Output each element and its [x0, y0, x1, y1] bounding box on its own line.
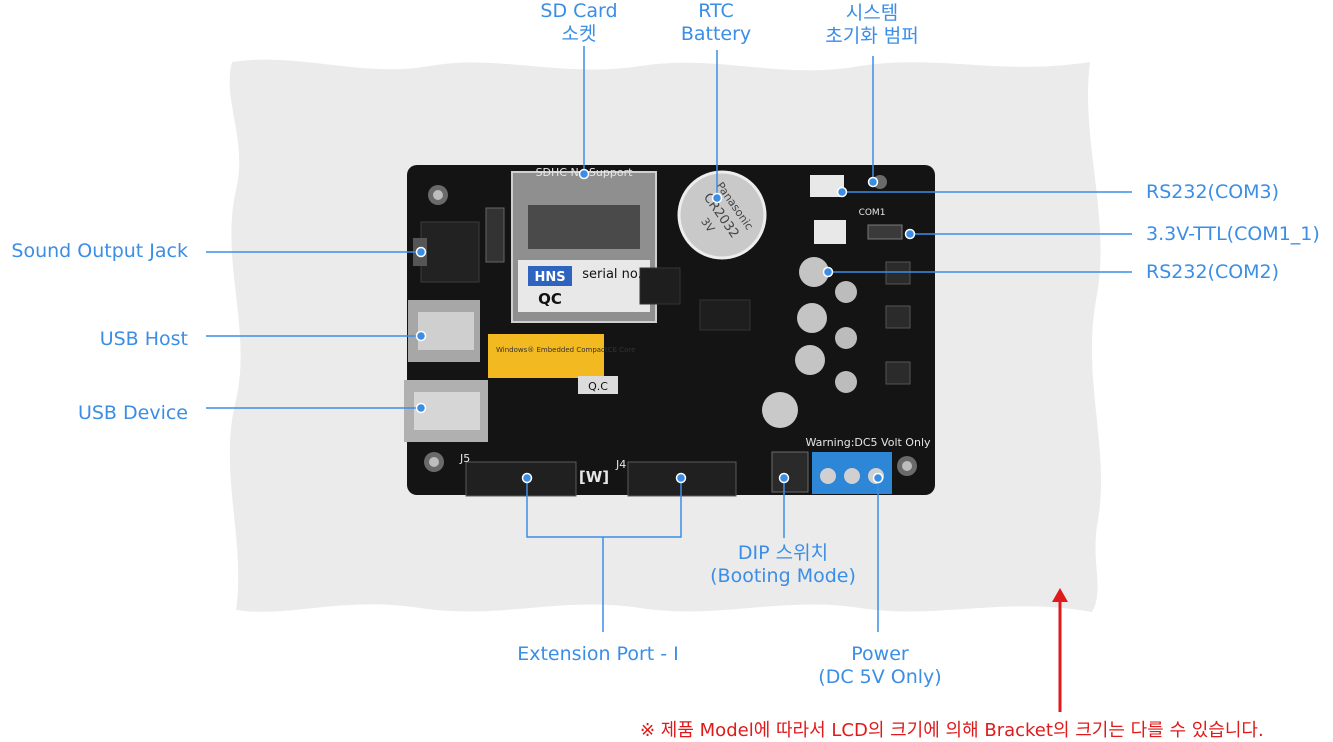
mount-hole	[433, 190, 443, 200]
dip-switch	[771, 451, 809, 493]
mount-hole	[902, 461, 912, 471]
marker-dot	[578, 168, 590, 180]
capacitor	[835, 371, 857, 393]
capacitor	[795, 345, 825, 375]
qc-small-text: Q.C	[588, 380, 608, 393]
warning-text: Warning:DC5 Volt Only	[805, 436, 931, 449]
label-dip-switch: DIP 스위치 (Booting Mode)	[710, 542, 856, 588]
label-sound-output-jack: Sound Output Jack	[11, 240, 188, 262]
sound-jack	[420, 221, 480, 283]
usb-host-slot	[418, 312, 474, 350]
terminal-screw	[820, 468, 836, 484]
capacitor	[762, 392, 798, 428]
windows-sticker	[488, 334, 604, 378]
label-ttl-com1-1: 3.3V-TTL(COM1_1)	[1146, 223, 1320, 245]
capacitor	[799, 257, 829, 287]
label-sd-card-line1: SD Card	[540, 0, 618, 22]
label-system-reset: 시스템 초기화 범퍼	[825, 2, 918, 48]
label-rs232-com3: RS232(COM3)	[1146, 181, 1280, 203]
hns-text: HNS	[534, 270, 565, 285]
label-dip-line1: DIP 스위치	[737, 542, 829, 564]
label-usb-device: USB Device	[77, 402, 188, 424]
capacitor	[835, 327, 857, 349]
qc-small-sticker	[578, 376, 618, 394]
j1-header	[485, 207, 505, 263]
label-extension-port: Extension Port - I	[517, 643, 679, 665]
label-usb-host: USB Host	[99, 328, 188, 350]
marker-dot	[675, 472, 687, 484]
windows-text: Windows® Embedded CompactCE Core	[496, 346, 635, 354]
capacitor	[797, 303, 827, 333]
w-text: [W]	[579, 468, 609, 486]
label-power-line1: Power	[851, 643, 909, 665]
leader-extension-port	[526, 478, 682, 632]
j4-text: J4	[615, 458, 626, 471]
regulator	[885, 305, 911, 329]
com2-connector	[814, 220, 846, 244]
label-rs232-com2: RS232(COM2)	[1146, 261, 1280, 283]
marker-dot	[904, 228, 916, 240]
label-dip-line2: (Booting Mode)	[710, 565, 856, 587]
regulator	[885, 361, 911, 385]
label-power-line2: (DC 5V Only)	[818, 666, 942, 688]
label-sd-card-line2: 소켓	[561, 23, 597, 45]
label-system-reset-line2: 초기화 범퍼	[825, 25, 919, 47]
j5-header	[465, 461, 577, 497]
label-system-reset-line1: 시스템	[845, 2, 899, 24]
chip	[639, 267, 681, 305]
label-sd-card: SD Card 소켓	[540, 0, 617, 46]
label-rtc-line1: RTC	[698, 0, 734, 22]
hns-badge	[528, 266, 572, 286]
marker-dot	[867, 176, 879, 188]
chip	[699, 299, 751, 331]
com1-text: COM1	[859, 208, 886, 218]
rtc-battery	[677, 170, 767, 260]
marker-dot	[711, 192, 723, 204]
label-rtc-battery: RTC Battery	[681, 0, 751, 46]
marker-dot	[415, 330, 427, 342]
terminal-screw	[844, 468, 860, 484]
com3-connector	[810, 175, 844, 197]
marker-dot	[415, 246, 427, 258]
label-power: Power (DC 5V Only)	[818, 643, 941, 689]
marker-dot	[872, 472, 884, 484]
bracket-note: ※ 제품 Model에 따라서 LCD의 크기에 의해 Bracket의 크기는…	[640, 720, 1264, 741]
marker-dot	[521, 472, 533, 484]
marker-dot	[822, 266, 834, 278]
com1-ttl-header	[867, 224, 903, 240]
sd-socket-slot	[528, 205, 640, 249]
j5-text: J5	[459, 452, 470, 465]
marker-dot	[415, 402, 427, 414]
regulator	[885, 261, 911, 285]
marker-dot	[836, 186, 848, 198]
red-arrow	[1052, 588, 1068, 712]
marker-dot	[778, 472, 790, 484]
serial-text: serial no.	[582, 267, 642, 282]
qc-text: QC	[538, 290, 562, 308]
mount-hole	[429, 457, 439, 467]
label-rtc-line2: Battery	[680, 23, 752, 45]
capacitor	[835, 281, 857, 303]
